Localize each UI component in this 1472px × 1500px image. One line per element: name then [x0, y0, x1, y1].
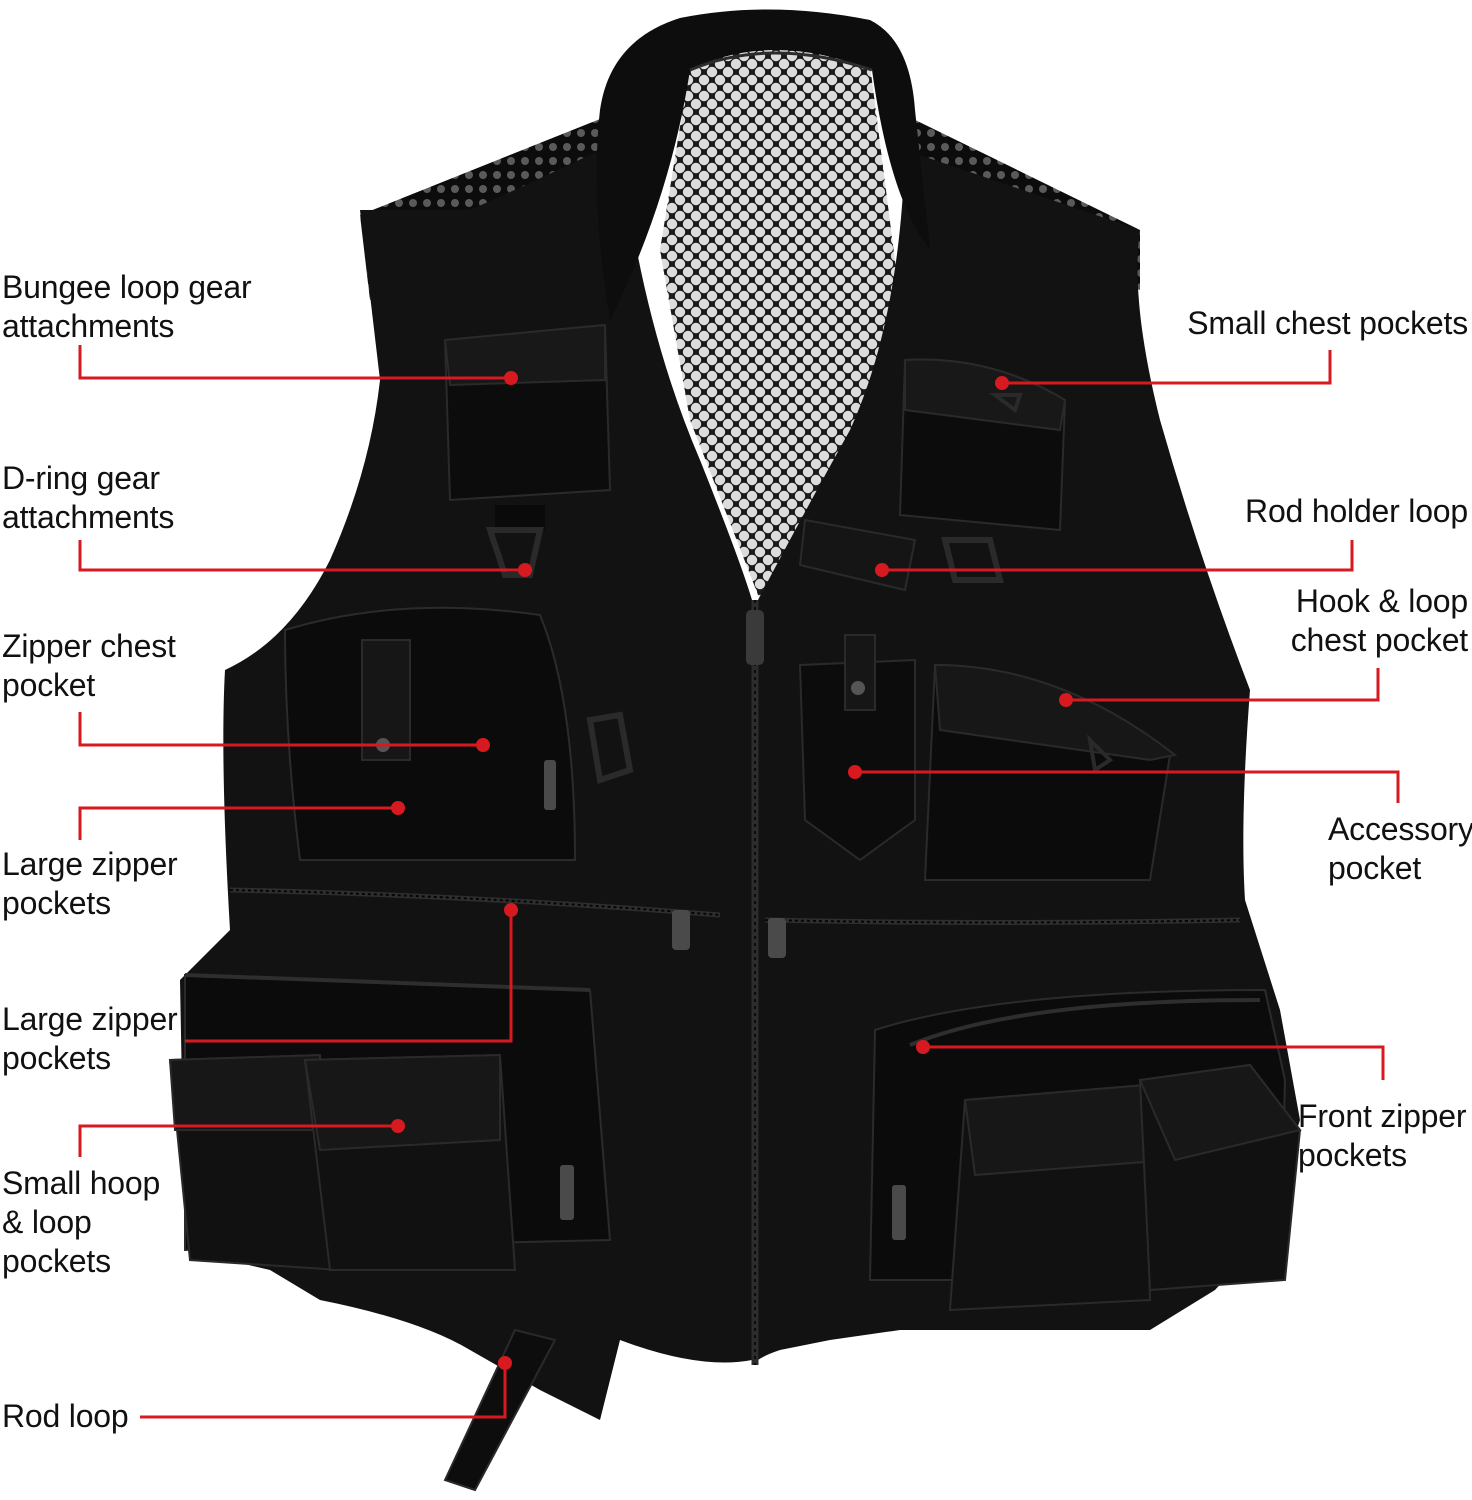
leader-lines — [78, 345, 1400, 1419]
label-zipper-chest: Zipper chest pocket — [2, 628, 176, 703]
red-dot-marker — [916, 1040, 930, 1054]
label-large-zipper-2: Large zipper pockets — [2, 1001, 178, 1076]
leader-rod-loop — [140, 1363, 507, 1419]
red-dot-marker — [848, 765, 862, 779]
red-dot-marker — [504, 903, 518, 917]
label-small-chest: Small chest pockets — [1187, 305, 1468, 341]
leader-small-chest — [1002, 350, 1332, 385]
red-dot-marker — [476, 738, 490, 752]
leader-large-zipper-2 — [185, 910, 513, 1043]
red-dot-marker — [498, 1356, 512, 1370]
red-dot-marker — [518, 563, 532, 577]
red-dot-marker — [391, 1119, 405, 1133]
label-rod-loop: Rod loop — [2, 1398, 129, 1434]
collar — [596, 9, 930, 320]
red-dot-marker — [1059, 693, 1073, 707]
label-hook-loop-chest: Hook & loop chest pocket — [1290, 583, 1468, 658]
leader-zipper-chest — [78, 712, 483, 747]
leader-hook-loop — [1066, 668, 1380, 702]
leader-accessory — [855, 770, 1400, 803]
label-front-zipper: Front zipper pockets — [1298, 1098, 1467, 1173]
leader-d-ring — [78, 540, 525, 572]
leader-large-zipper-1 — [78, 806, 398, 840]
left-zipper-chest-pocket — [283, 606, 577, 861]
leader-rod-holder — [882, 540, 1354, 572]
accessory-pocket — [798, 658, 916, 862]
label-small-hoop: Small hoop & loop pockets — [2, 1165, 161, 1279]
leader-small-hoop — [78, 1124, 398, 1157]
leader-front-zipper — [923, 1045, 1385, 1080]
label-rod-holder: Rod holder loop — [1245, 493, 1468, 529]
red-dot-marker — [504, 371, 518, 385]
label-accessory: Accessory pocket — [1328, 811, 1472, 886]
label-bungee-loop: Bungee loop gear attachments — [2, 269, 252, 344]
rod-loop-strap — [443, 1328, 557, 1492]
callout-dots — [391, 371, 1073, 1370]
red-dot-marker — [875, 563, 889, 577]
leader-bungee — [78, 345, 511, 380]
red-dot-marker — [995, 376, 1009, 390]
label-large-zipper-1: Large zipper pockets — [2, 846, 178, 921]
red-dot-marker — [391, 801, 405, 815]
label-d-ring: D-ring gear attachments — [2, 460, 175, 535]
